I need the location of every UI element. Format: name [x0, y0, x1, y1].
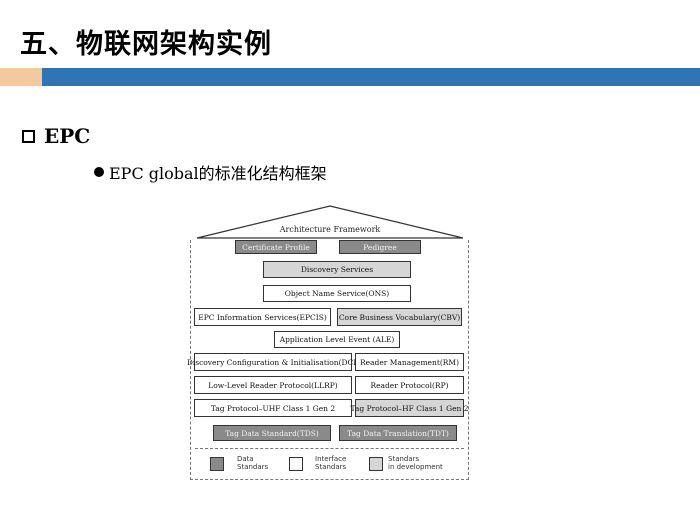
rp-block: Reader Protocol(RP) — [355, 376, 464, 394]
discovery-services-block: Discovery Services — [263, 261, 411, 278]
title-bar-blue — [42, 68, 700, 86]
square-bullet-icon — [22, 129, 35, 143]
legend-divider — [195, 448, 464, 449]
architecture-framework-label: Architecture Framework — [279, 225, 381, 234]
dci-block: Discovery Configuration & Initialisation… — [187, 353, 359, 371]
tds-block: Tag Data Standard(TDS) — [213, 425, 331, 441]
legend-interface-label: Interface Standars — [315, 455, 347, 471]
llrp-block: Low-Level Reader Protocol(LLRP) — [194, 376, 352, 394]
ons-block: Object Name Service(ONS) — [263, 285, 411, 302]
section-heading-text: EPC — [44, 124, 91, 148]
legend-dev-swatch — [369, 457, 383, 471]
slide-title: 五、物联网架构实例 — [20, 29, 272, 60]
section-heading: EPC — [22, 124, 90, 148]
legend-interface-swatch — [289, 457, 303, 471]
legend-data-swatch — [210, 457, 224, 471]
pedigree-block: Pedigree — [339, 240, 421, 254]
tdt-block: Tag Data Translation(TDT) — [339, 425, 457, 441]
cbv-block: Core Business Vocabulary(CBV) — [337, 308, 462, 326]
architecture-roof — [196, 205, 464, 239]
uhf-tag-protocol-block: Tag Protocol–UHF Class 1 Gen 2 — [194, 399, 352, 417]
certificate-profile-block: Certificate Profile — [235, 240, 317, 254]
dot-bullet-icon — [94, 167, 104, 177]
ale-block: Application Level Event (ALE) — [274, 331, 400, 348]
bullet-item: EPC global的标准化结构框架 — [94, 160, 327, 184]
epcis-block: EPC Information Services(EPCIS) — [194, 308, 331, 326]
bullet-text: EPC global的标准化结构框架 — [109, 164, 327, 183]
architecture-frame — [190, 240, 469, 480]
title-bar-orange — [0, 68, 42, 86]
hf-tag-protocol-block: Tag Protocol–HF Class 1 Gen 2 — [351, 399, 469, 417]
rm-block: Reader Management(RM) — [355, 353, 464, 371]
legend-dev-label: Standars in development — [388, 455, 443, 471]
legend-data-label: Data Standars — [237, 455, 269, 471]
